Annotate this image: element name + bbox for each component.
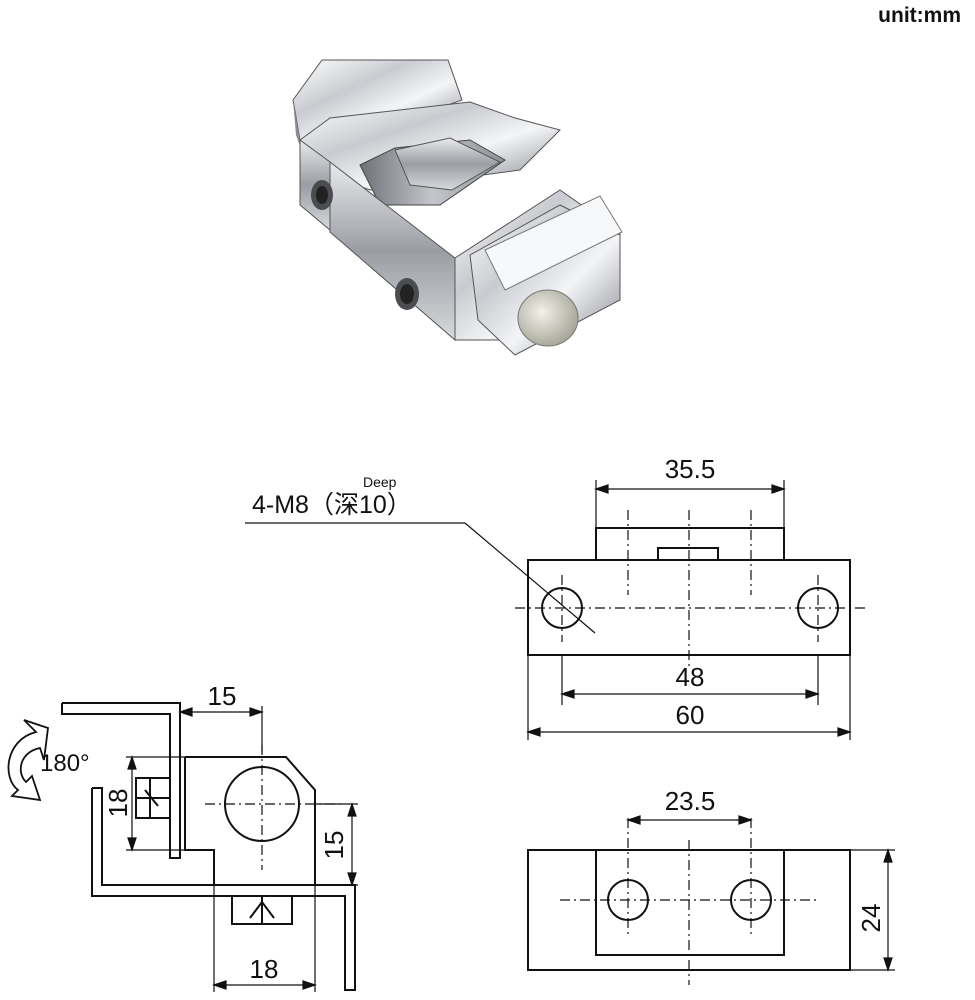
callout-thread-label: 4-M8（深10） xyxy=(252,491,412,519)
callout-deep-label: Deep xyxy=(363,474,397,490)
top-view xyxy=(245,480,865,740)
dim-15-right: 15 xyxy=(319,831,349,860)
dim-24: 24 xyxy=(856,904,886,933)
side-view xyxy=(7,702,358,992)
dim-60: 60 xyxy=(676,700,705,730)
dim-18-left: 18 xyxy=(103,789,133,818)
dim-23-5: 23.5 xyxy=(665,786,716,816)
unit-label: unit:mm xyxy=(878,4,961,27)
dim-18-bottom: 18 xyxy=(250,954,279,984)
dim-48: 48 xyxy=(676,662,705,692)
rotation-arrow-icon xyxy=(7,719,49,802)
product-photo xyxy=(292,59,623,356)
dim-35-5: 35.5 xyxy=(665,454,716,484)
dim-15-top: 15 xyxy=(208,681,237,711)
front-view xyxy=(527,815,895,985)
rotation-label: 180° xyxy=(40,750,90,777)
